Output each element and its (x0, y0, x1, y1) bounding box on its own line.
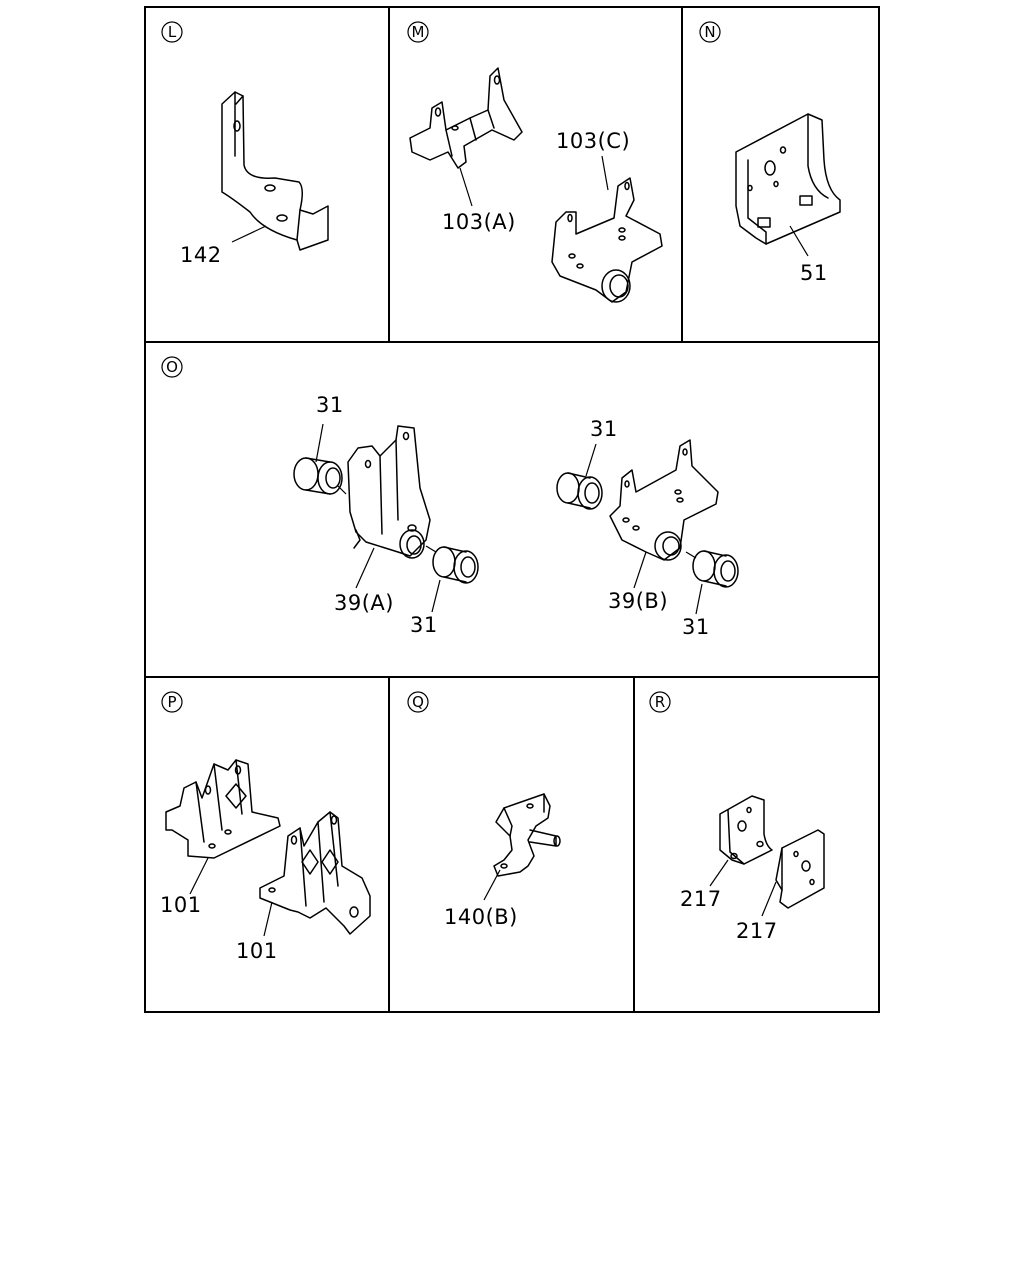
panel-letter-r: R (649, 691, 671, 713)
panel-n: N 51 (699, 21, 841, 285)
panel-l: L 142 (161, 21, 329, 267)
callout-31-lower-left: 31 (410, 613, 438, 637)
part-140b-mount (493, 793, 561, 877)
part-51-bracket (735, 113, 841, 245)
callout-103c: 103(C) (556, 129, 630, 153)
svg-text:M: M (412, 23, 425, 41)
part-101-bracket-left (165, 759, 281, 859)
callout-31-lower-right: 31 (682, 615, 710, 639)
panel-letter-o: O (161, 356, 183, 378)
svg-text:N: N (704, 23, 715, 41)
panel-r: R 217 217 (649, 691, 825, 943)
callout-217-lower: 217 (736, 919, 778, 943)
part-31-bushing-upper-left (293, 457, 343, 495)
part-39a-bracket (347, 425, 431, 559)
callout-101-upper: 101 (160, 893, 202, 917)
diagram-grid (144, 6, 880, 1013)
svg-text:O: O (166, 358, 178, 376)
callout-31-upper-left: 31 (316, 393, 344, 417)
callout-39a: 39(A) (334, 591, 394, 615)
part-217-bracket-left (719, 795, 773, 865)
panel-m: M 103(A) 103(C) (407, 21, 663, 303)
part-103a-bracket (409, 67, 523, 169)
panel-p: P 101 101 (160, 691, 371, 963)
part-31-bushing-lower-right (692, 550, 739, 588)
panel-letter-m: M (407, 21, 429, 43)
panel-letter-l: L (161, 21, 183, 43)
panel-q: Q 140(B) (407, 691, 561, 929)
panel-o: O 31 39(A) (161, 356, 739, 639)
part-103c-bracket (551, 177, 663, 303)
svg-text:P: P (167, 693, 176, 711)
svg-text:R: R (655, 693, 665, 711)
callout-51: 51 (800, 261, 828, 285)
part-217-bracket-right (775, 829, 825, 909)
part-39b-bracket (609, 439, 719, 561)
callout-217-upper: 217 (680, 887, 722, 911)
callout-101-lower: 101 (236, 939, 278, 963)
part-101-bracket-right (259, 811, 371, 935)
panel-letter-q: Q (407, 691, 429, 713)
part-142-bracket (221, 91, 329, 251)
callout-103a: 103(A) (442, 210, 516, 234)
part-31-bushing-upper-right (556, 472, 603, 510)
panel-letter-n: N (699, 21, 721, 43)
callout-142: 142 (180, 243, 222, 267)
callout-39b: 39(B) (608, 589, 668, 613)
callout-31-upper-right: 31 (590, 417, 618, 441)
part-31-bushing-lower-left (432, 546, 479, 584)
callout-140b: 140(B) (444, 905, 518, 929)
svg-text:L: L (168, 23, 177, 41)
panel-letter-p: P (161, 691, 183, 713)
svg-text:Q: Q (412, 693, 424, 711)
